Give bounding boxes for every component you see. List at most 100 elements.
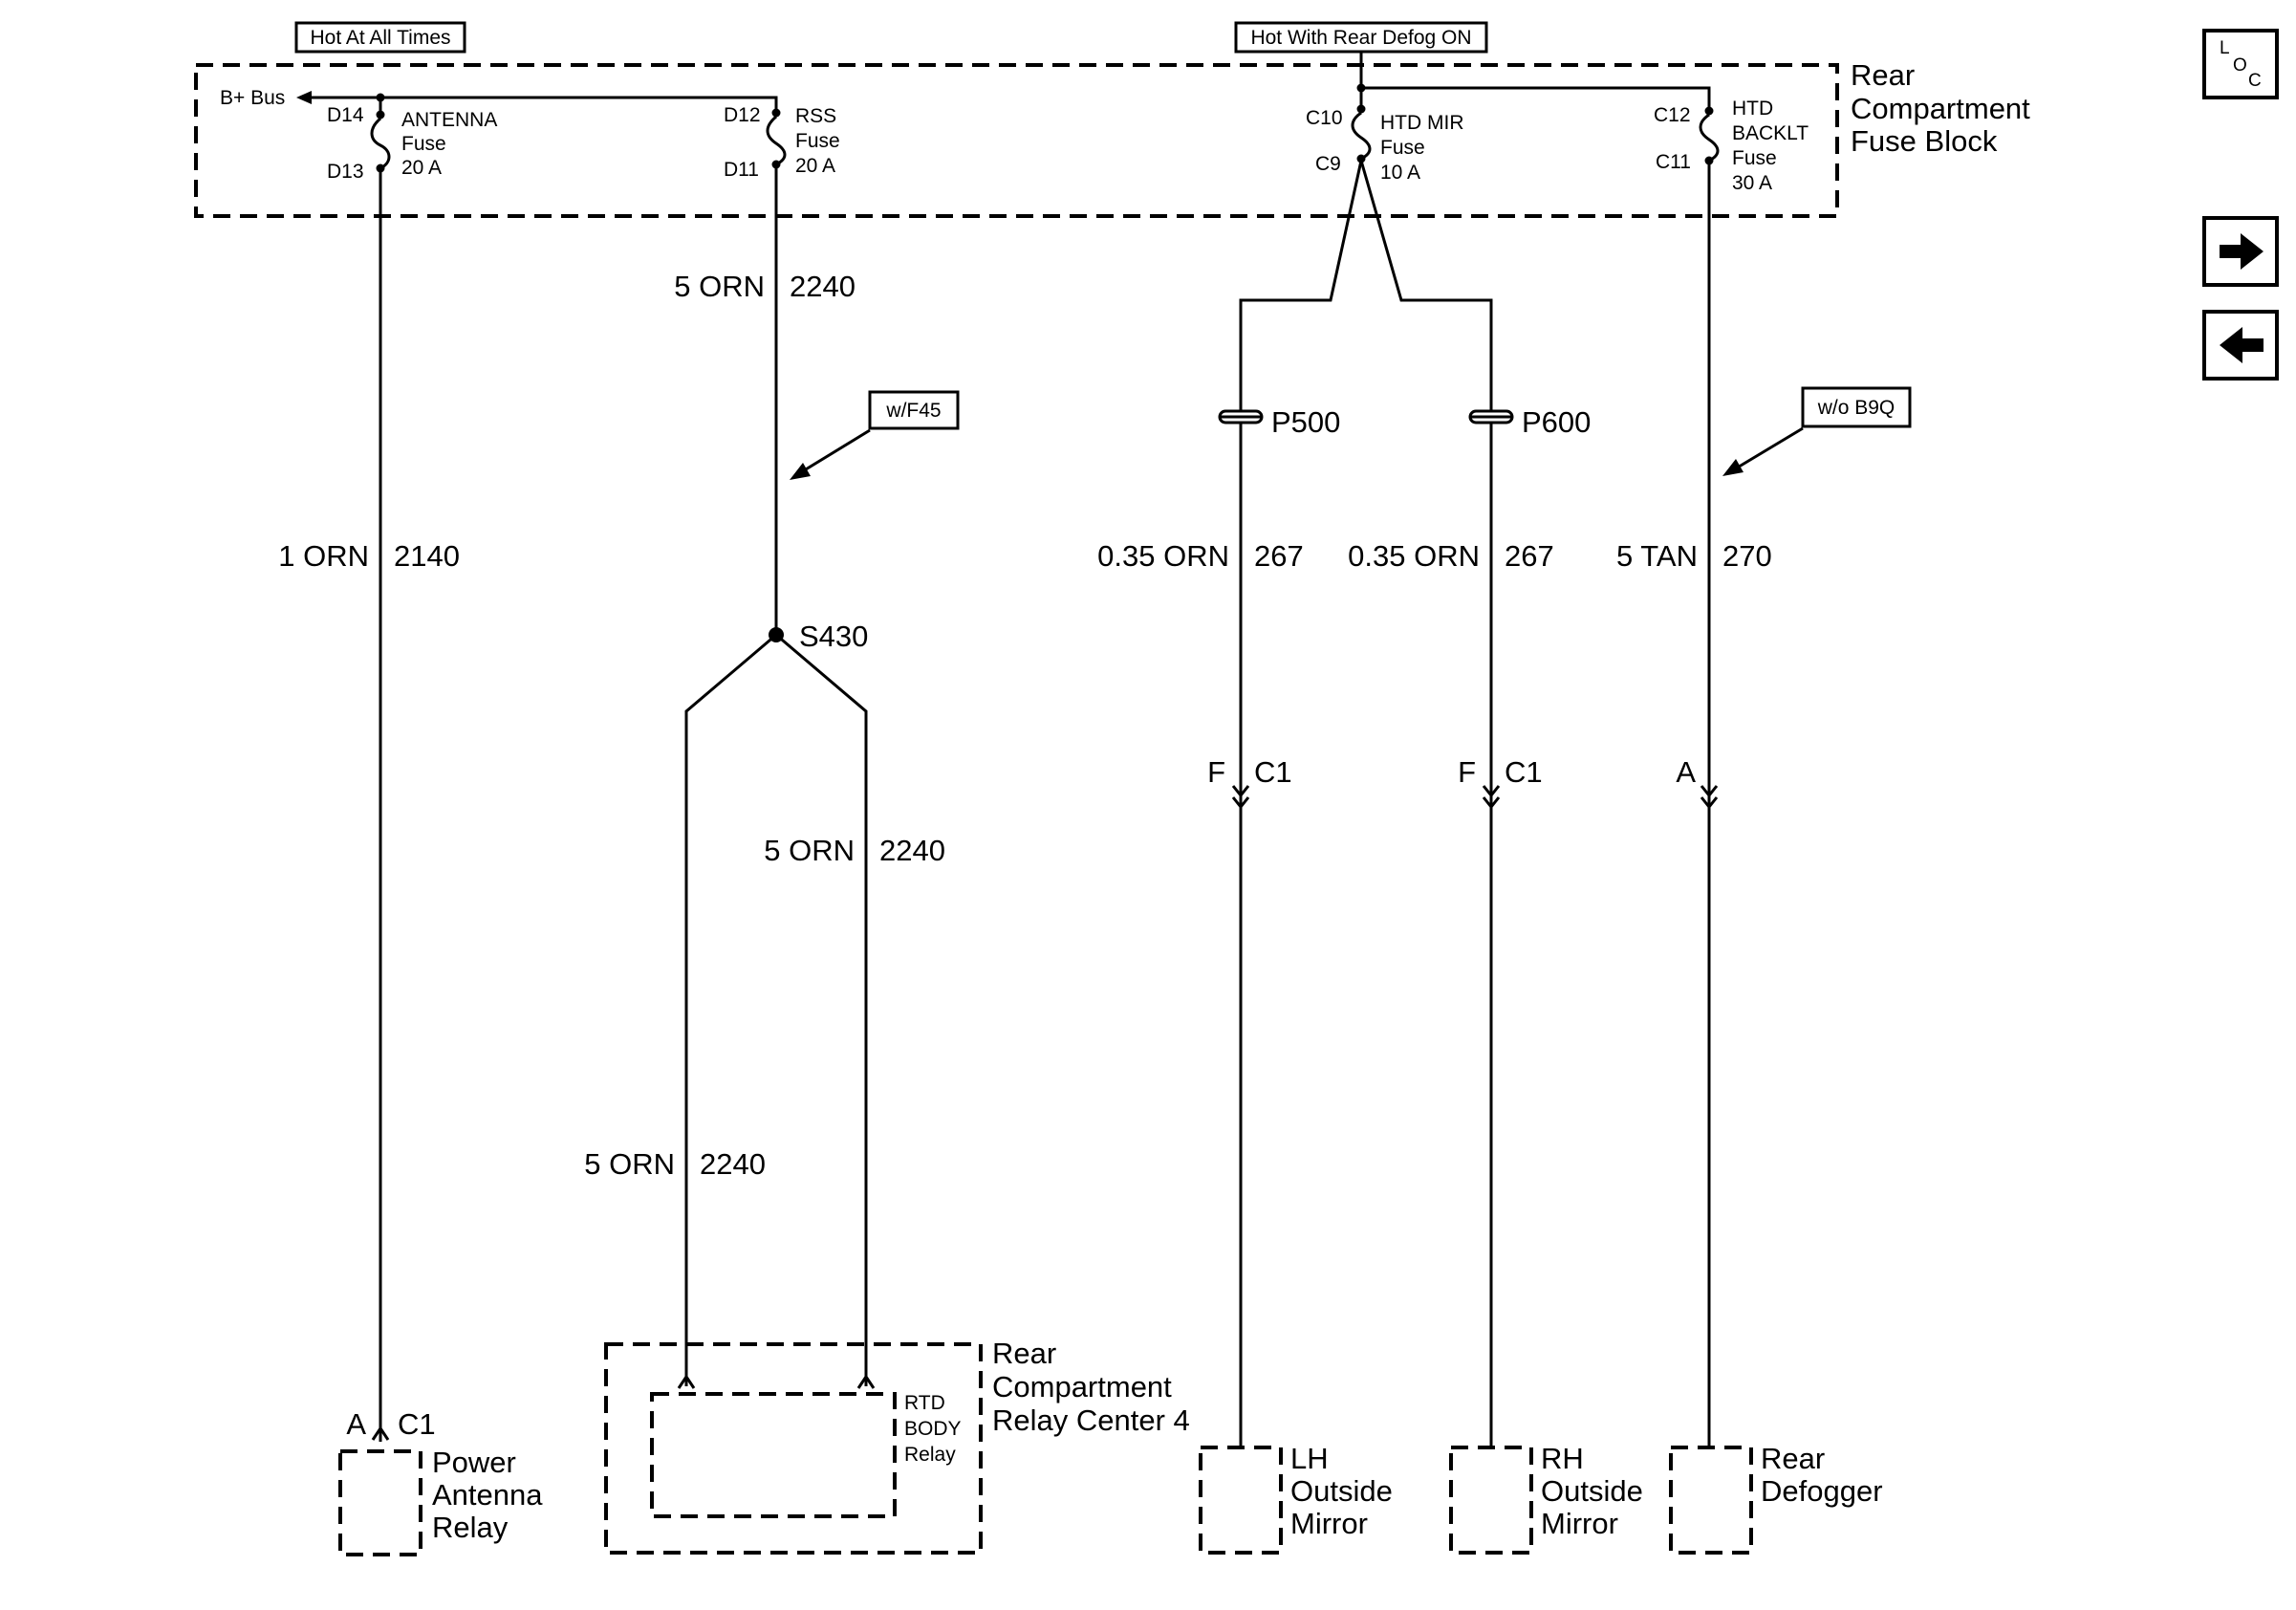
defog-connector-icon (1700, 785, 1719, 810)
header-hot-all-times-text: Hot At All Times (310, 27, 450, 49)
rss-fuse-rating: 20 A (795, 155, 835, 177)
option-wo-b9q: w/o B9Q (1817, 397, 1895, 419)
wire-2240-right (775, 633, 868, 1386)
htd-backlt-pin-top: C12 (1654, 104, 1691, 126)
htd-backlt-type: Fuse (1732, 147, 1777, 169)
lh-outside-mirror-box (1199, 1446, 1283, 1555)
wire-267-rh (1359, 160, 1493, 1446)
arrow-left-icon (2220, 327, 2264, 363)
lh-c1-pin: F (1207, 755, 1225, 789)
wire-267-rh-circuit: 267 (1505, 539, 1554, 573)
antenna-fuse-pin-bottom: D13 (327, 161, 364, 183)
splice-pack-p500: P500 (1218, 405, 1340, 439)
splice-pack-p600-label: P600 (1522, 405, 1591, 439)
htd-backlt-pin-bottom: C11 (1656, 151, 1691, 173)
rh-c1-connector-icon (1482, 785, 1501, 810)
htd-mir-type: Fuse (1380, 137, 1425, 159)
lh-mirror-label-3: Mirror (1290, 1507, 1368, 1540)
rh-c1-name: C1 (1505, 755, 1543, 789)
b-bus-line (308, 96, 778, 111)
rh-mirror-label-2: Outside (1541, 1474, 1643, 1508)
splice-pack-p500-label: P500 (1271, 405, 1340, 439)
wire-270-gauge: 5 TAN (1616, 539, 1698, 573)
antenna-fuse-pin-top: D14 (327, 104, 364, 126)
power-antenna-relay-label-1: Power (432, 1446, 516, 1479)
rss-fuse-pin-bottom: D11 (724, 159, 759, 181)
rtd-relay-left-pin-icon (677, 1374, 696, 1389)
rear-defog-bus (1359, 52, 1711, 107)
antenna-fuse-type: Fuse (401, 133, 446, 155)
wire-2240-left-gauge: 5 ORN (584, 1147, 675, 1181)
htd-mir-rating: 10 A (1380, 162, 1420, 184)
relay-center-label-1: Rear (992, 1337, 1056, 1370)
defog-connector-pin: A (1676, 755, 1696, 789)
rh-mirror-label-1: RH (1541, 1442, 1584, 1475)
option-wo-b9q-arrow-icon (1722, 459, 1744, 476)
splice-s430-label: S430 (799, 620, 868, 653)
antenna-relay-connector: C1 (398, 1407, 436, 1441)
htd-mir-fuse: C10 C9 HTD MIR Fuse 10 A (1306, 83, 1464, 184)
header-hot-all-times: Hot At All Times (294, 21, 466, 54)
fuse-block-outline (194, 63, 1839, 218)
wire-2240-upper-gauge: 5 ORN (674, 270, 765, 303)
rh-c1-pin: F (1458, 755, 1476, 789)
htd-mir-name: HTD MIR (1380, 112, 1464, 134)
splice-pack-p600: P600 (1468, 405, 1591, 439)
rtd-body-relay-label-2: BODY (904, 1418, 962, 1440)
wire-2140-circuit: 2140 (394, 539, 460, 573)
antenna-relay-pin: A (346, 1407, 366, 1441)
htd-mir-pin-top: C10 (1306, 107, 1343, 129)
option-wo-b9q-box (1801, 386, 1912, 428)
power-antenna-relay-box (338, 1449, 422, 1556)
relay-center-label-3: Relay Center 4 (992, 1403, 1190, 1437)
b-bus-arrow-icon (296, 91, 312, 104)
rss-fuse-pin-top: D12 (724, 104, 761, 126)
rss-fuse: D12 D11 RSS Fuse 20 A (724, 104, 840, 181)
lh-mirror-label-2: Outside (1290, 1474, 1393, 1508)
htd-backlt-rating: 30 A (1732, 172, 1772, 194)
rtd-relay-right-pin-icon (856, 1374, 876, 1389)
b-bus-label: B+ Bus (220, 87, 285, 109)
rtd-body-relay-box (650, 1392, 897, 1518)
rss-fuse-name: RSS (795, 105, 836, 127)
lh-c1-name: C1 (1254, 755, 1292, 789)
rh-outside-mirror-box (1449, 1446, 1533, 1555)
loc-o: O (2233, 55, 2247, 76)
loc-button[interactable]: L O C (2202, 29, 2279, 99)
arrow-right-icon (2220, 233, 2264, 270)
lh-c1-connector-icon (1231, 785, 1250, 810)
fuse-block-title-3: Fuse Block (1851, 124, 1998, 158)
header-hot-rear-defog: Hot With Rear Defog ON (1234, 21, 1488, 54)
htd-mir-pin-bottom: C9 (1315, 153, 1341, 175)
loc-c: C (2248, 71, 2262, 91)
option-w-f45-arrow-icon (790, 463, 811, 480)
rear-defogger-box (1669, 1446, 1753, 1555)
wire-267-lh-gauge: 0.35 ORN (1097, 539, 1229, 573)
rear-defogger-label-2: Defogger (1761, 1474, 1883, 1508)
htd-backlt-name-1: HTD (1732, 98, 1773, 120)
option-w-f45: w/F45 (885, 400, 941, 422)
wire-2140-gauge: 1 ORN (278, 539, 369, 573)
power-antenna-relay-label-2: Antenna (432, 1478, 543, 1512)
header-hot-rear-defog-text: Hot With Rear Defog ON (1250, 27, 1471, 49)
wire-267-lh (1239, 160, 1363, 1446)
next-button[interactable] (2202, 216, 2279, 287)
fuse-block-title-2: Compartment (1851, 92, 2030, 125)
option-w-f45-leader (800, 428, 871, 474)
antenna-fuse-rating: 20 A (401, 157, 442, 179)
relay-center-label-2: Compartment (992, 1370, 1172, 1403)
wire-2240-left (684, 633, 777, 1386)
loc-l: L (2220, 38, 2230, 58)
wire-2240-left-circuit: 2240 (700, 1147, 766, 1181)
option-w-f45-box (868, 390, 960, 430)
prev-button[interactable] (2202, 310, 2279, 381)
antenna-fuse: D14 D13 ANTENNA Fuse 20 A (327, 93, 497, 183)
htd-backlt-fuse: C12 C11 HTD BACKLT Fuse 30 A (1654, 98, 1809, 194)
relay-center-4-box (604, 1342, 983, 1555)
power-antenna-relay-label-3: Relay (432, 1511, 509, 1544)
option-wo-b9q-leader (1735, 426, 1804, 470)
wire-270-circuit: 270 (1722, 539, 1772, 573)
rss-fuse-type: Fuse (795, 130, 840, 152)
wire-267-rh-gauge: 0.35 ORN (1348, 539, 1480, 573)
